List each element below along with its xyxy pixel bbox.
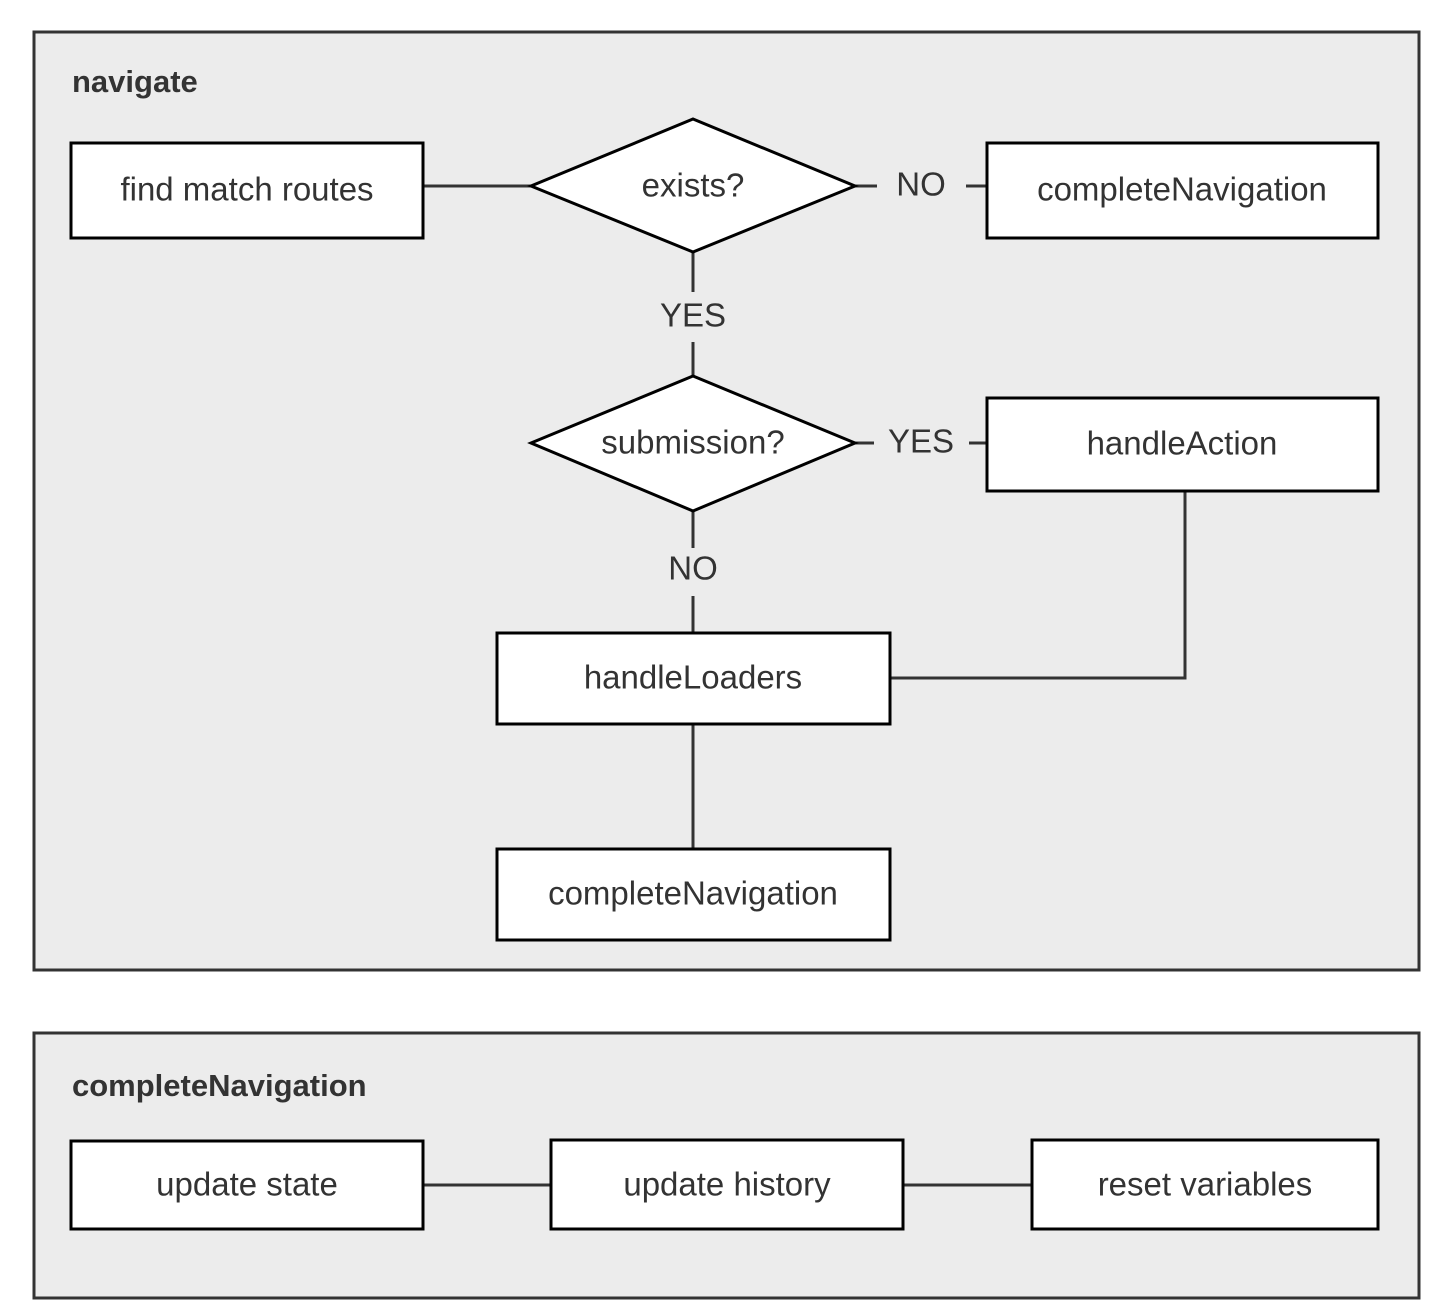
node-exists-decision[interactable]: exists? bbox=[527, 117, 859, 254]
edge-label-exists-no: NO bbox=[877, 163, 966, 209]
edge-label-submission-no-bg bbox=[649, 548, 738, 594]
node-update-history[interactable]: update history bbox=[549, 1138, 905, 1231]
edge-label-submission-no-text: NO bbox=[668, 550, 718, 587]
node-reset-variables-rect[interactable] bbox=[1030, 1138, 1380, 1231]
node-handle-action-label: handleAction bbox=[1087, 425, 1278, 462]
node-find-match-routes-rect[interactable] bbox=[69, 141, 425, 240]
edge-handle-action-to-handle-loaders bbox=[890, 491, 1187, 680]
edge-label-submission-yes-bg bbox=[874, 420, 969, 466]
node-complete-navigation-top-rect[interactable] bbox=[985, 141, 1380, 240]
edge-label-exists-yes-text: YES bbox=[660, 297, 726, 334]
node-complete-navigation-bottom[interactable]: completeNavigation bbox=[495, 847, 892, 942]
node-update-history-label: update history bbox=[623, 1166, 831, 1203]
node-submission-label: submission? bbox=[601, 424, 784, 461]
edge-label-exists-no-bg bbox=[877, 163, 966, 209]
node-handle-loaders[interactable]: handleLoaders bbox=[495, 631, 892, 726]
node-find-match-routes-label: find match routes bbox=[120, 171, 373, 208]
node-reset-variables[interactable]: reset variables bbox=[1030, 1138, 1380, 1231]
edge-label-exists-no-text: NO bbox=[896, 166, 946, 203]
node-complete-navigation-bottom-label: completeNavigation bbox=[548, 875, 838, 912]
node-reset-variables-label: reset variables bbox=[1098, 1166, 1313, 1203]
node-submission-diamond[interactable] bbox=[527, 374, 859, 513]
node-find-match-routes[interactable]: find match routes bbox=[69, 141, 425, 240]
cluster-navigate-title: navigate bbox=[72, 64, 198, 99]
node-submission-decision[interactable]: submission? bbox=[527, 374, 859, 513]
edge-label-submission-no: NO bbox=[649, 548, 738, 594]
node-update-state-rect[interactable] bbox=[69, 1139, 425, 1231]
cluster-complete-navigation-title: completeNavigation bbox=[72, 1068, 367, 1103]
edge-label-submission-yes: YES bbox=[874, 420, 969, 466]
edge-label-exists-yes: YES bbox=[640, 294, 746, 340]
edge-label-layer: NO YES YES NO bbox=[640, 163, 969, 594]
node-handle-loaders-label: handleLoaders bbox=[584, 659, 802, 696]
node-complete-navigation-top[interactable]: completeNavigation bbox=[985, 141, 1380, 240]
edge-layer bbox=[423, 184, 1187, 1187]
node-exists-label: exists? bbox=[642, 167, 745, 204]
node-handle-action[interactable]: handleAction bbox=[985, 396, 1380, 493]
node-handle-loaders-rect[interactable] bbox=[495, 631, 892, 726]
node-complete-navigation-bottom-rect[interactable] bbox=[495, 847, 892, 942]
node-exists-diamond[interactable] bbox=[527, 117, 859, 254]
edge-label-exists-yes-bg bbox=[640, 294, 746, 340]
node-handle-action-rect[interactable] bbox=[985, 396, 1380, 493]
node-update-state[interactable]: update state bbox=[69, 1139, 425, 1231]
node-update-history-rect[interactable] bbox=[549, 1138, 905, 1231]
node-update-state-label: update state bbox=[156, 1166, 338, 1203]
node-complete-navigation-top-label: completeNavigation bbox=[1037, 171, 1327, 208]
edge-label-submission-yes-text: YES bbox=[888, 423, 954, 460]
